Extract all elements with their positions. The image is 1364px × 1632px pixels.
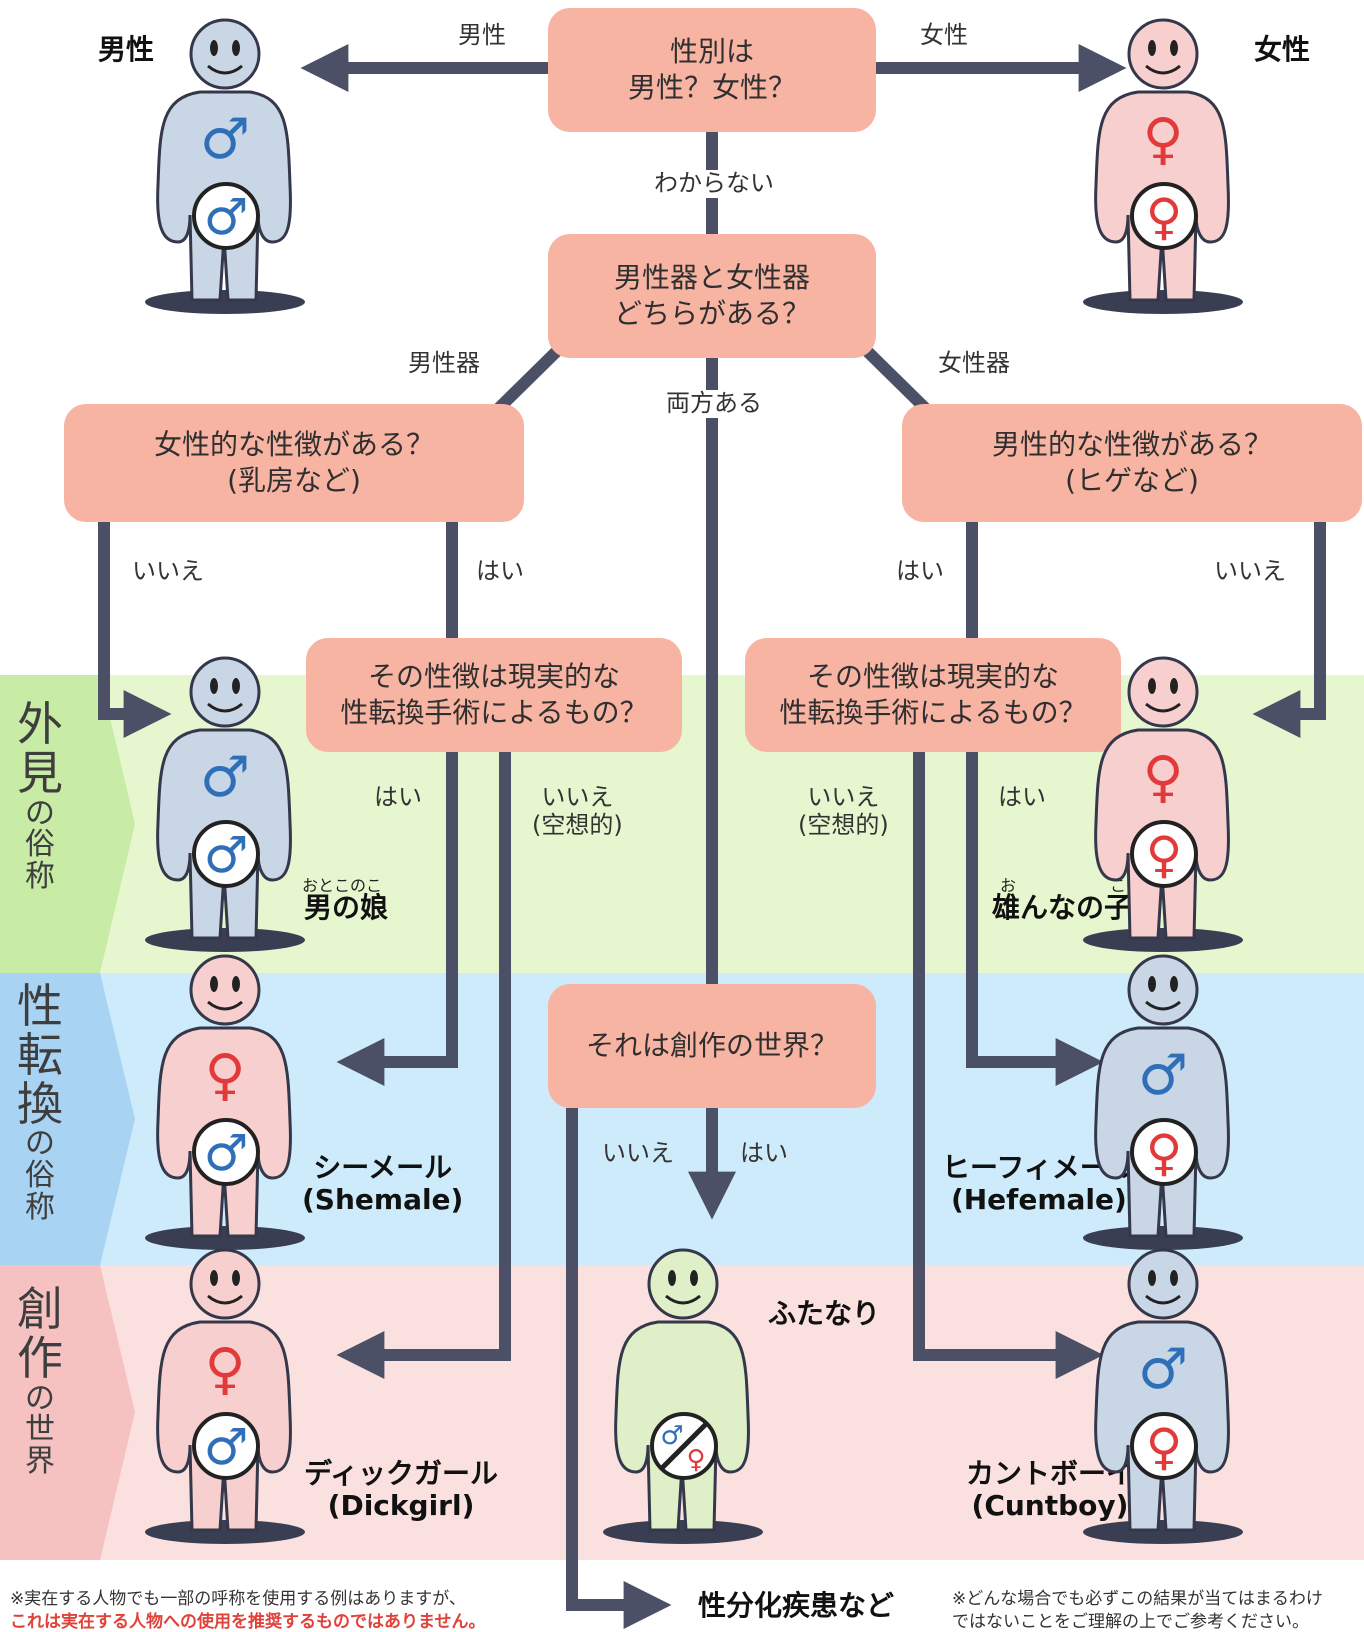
figure-female: ♀♀ [1083, 18, 1243, 314]
label-no-right: いいえ [1214, 557, 1286, 585]
label-unknown: わからない [650, 169, 778, 198]
crotch-female-symbol-icon: ♀ [686, 1445, 705, 1475]
band-char: 見 [17, 745, 63, 800]
crotch-male-symbol-icon: ♂ [204, 826, 249, 884]
label-no-fantasy-left: いいえ (空想的) [532, 783, 623, 839]
label-no-fantasy-right: いいえ (空想的) [798, 783, 889, 839]
crotch-female-symbol-icon: ♀ [1146, 826, 1183, 884]
arrow-shemale [336, 750, 458, 1086]
band-char: の [25, 1380, 55, 1416]
label-yes-left: はい [476, 557, 524, 585]
label-yes-left2: はい [374, 783, 422, 811]
result-intersex: 性分化疾患など [698, 1589, 895, 1622]
figure-futanari: ♂♀ [603, 1248, 763, 1544]
result-osunanoko: 雄んなの子 [992, 891, 1133, 924]
figure-otokonoko: ♂♂ [145, 656, 305, 952]
note-left-line1: ※実在する人物でも一部の呼称を使用する例はありますが、 [10, 1589, 466, 1609]
crotch-male-symbol-icon: ♂ [660, 1421, 683, 1451]
label-male-organ: 男性器 [408, 349, 480, 377]
chest-male-symbol-icon: ♂ [200, 745, 250, 810]
chest-female-symbol-icon: ♀ [1142, 745, 1183, 810]
figure-cuntboy: ♂♀ [1083, 1248, 1243, 1544]
note-right-line2: ではないことをご理解の上でご参考ください。 [952, 1611, 1309, 1632]
crotch-female-symbol-icon: ♀ [1146, 188, 1183, 246]
band-char: の [25, 1126, 55, 1162]
label-no-left: いいえ [132, 557, 204, 585]
result-shemale: シーメール (Shemale) [302, 1151, 464, 1217]
arrow-intersex [566, 1108, 672, 1629]
band-label-transition: 性 転 換 の 俗 称 [0, 982, 105, 1224]
crotch-male-symbol-icon: ♂ [204, 1418, 249, 1476]
note-left-warning: これは実在する人物への使用を推奨するものではありません。 [10, 1611, 486, 1632]
question-female-traits: 女性的な性徴がある？ (乳房など) [64, 404, 524, 522]
crotch-female-symbol-icon: ♀ [1146, 1124, 1183, 1182]
band-char: 換 [17, 1076, 63, 1131]
chest-male-symbol-icon: ♂ [200, 107, 250, 172]
figure-hefemale: ♂♀ [1083, 954, 1243, 1250]
label-male: 男性 [458, 21, 506, 49]
arrow-hefemale [966, 750, 1104, 1086]
line-male-organ [492, 345, 563, 415]
band-char: の [25, 795, 55, 831]
chest-female-symbol-icon: ♀ [204, 1043, 245, 1108]
label-both: 両方ある [662, 389, 766, 418]
result-female: 女性 [1254, 33, 1311, 66]
label-female: 女性 [920, 21, 968, 49]
band-char: 界 [25, 1444, 55, 1480]
chest-female-symbol-icon: ♀ [204, 1337, 245, 1402]
chest-male-symbol-icon: ♂ [1138, 1043, 1188, 1108]
result-cuntboy: カントボーイ (Cuntboy) [966, 1457, 1135, 1523]
question-organs: 男性器と女性器 どちらがある？ [548, 234, 876, 358]
band-char: 称 [25, 1189, 55, 1225]
label-yes-right2: はい [998, 783, 1046, 811]
band-char: 称 [25, 859, 55, 895]
label-yes-bottom: はい [740, 1139, 788, 1167]
label-female-organ: 女性器 [938, 349, 1010, 377]
figure-male: ♂♂ [145, 18, 305, 314]
band-tabs [0, 675, 135, 1560]
band-label-appearance: 外 見 の 俗 称 [0, 700, 105, 893]
band-char: 俗 [25, 1158, 55, 1194]
line-female-organ [861, 345, 932, 415]
arrow-dickgirl [336, 750, 511, 1379]
chest-male-symbol-icon: ♂ [1138, 1337, 1188, 1402]
note-left: ※実在する人物でも一部の呼称を使用する例はありますが、 これは実在する人物への使… [10, 1588, 530, 1632]
arrow-no-left [98, 520, 172, 738]
result-male: 男性 [98, 33, 155, 66]
question-surgery-left: その性徴は現実的な 性転換手術によるもの？ [306, 638, 682, 752]
band-char: 性 [17, 979, 63, 1033]
question-fiction: それは創作の世界？ [548, 984, 876, 1108]
note-right: ※どんな場合でも必ずこの結果が当てはまるわけ ではないことをご理解の上でご参考く… [952, 1588, 1364, 1632]
chest-female-symbol-icon: ♀ [1142, 107, 1183, 172]
crotch-male-symbol-icon: ♂ [204, 188, 249, 246]
result-otokonoko: 男の娘 [304, 891, 389, 924]
ruby-osunanoko-o: お [1000, 876, 1017, 895]
band-char: 転 [17, 1027, 63, 1082]
ruby-otokonoko: おとこのこ [302, 876, 383, 895]
arrow-cuntboy [913, 750, 1104, 1379]
band-char: 俗 [25, 827, 55, 863]
crotch-female-symbol-icon: ♀ [1146, 1418, 1183, 1476]
band-char: 創 [17, 1282, 63, 1336]
result-dickgirl: ディックガール (Dickgirl) [304, 1457, 499, 1523]
label-no-bottom: いいえ [602, 1139, 674, 1167]
question-male-traits: 男性的な性徴がある？ (ヒゲなど) [902, 404, 1362, 522]
arrow-no-right [1252, 520, 1326, 738]
label-yes-right: はい [896, 557, 944, 585]
figure-shemale: ♀♂ [145, 954, 305, 1250]
result-hefemale: ヒーフィメール (Hefemale) [942, 1151, 1136, 1217]
band-char: 作 [17, 1330, 63, 1385]
band-char: 外 [17, 697, 63, 751]
band-char: 世 [25, 1412, 55, 1448]
question-gender: 性別は 男性？女性？ [548, 8, 876, 132]
note-right-line1: ※どんな場合でも必ずこの結果が当てはまるわけ [952, 1589, 1323, 1609]
question-surgery-right: その性徴は現実的な 性転換手術によるもの？ [745, 638, 1121, 752]
figure-osunanoko: ♀♀ [1083, 656, 1243, 952]
figure-dickgirl: ♀♂ [145, 1248, 305, 1544]
result-futanari: ふたなり [768, 1297, 881, 1330]
crotch-male-symbol-icon: ♂ [204, 1124, 249, 1182]
band-label-fiction: 創 作 の 世 界 [0, 1285, 105, 1478]
